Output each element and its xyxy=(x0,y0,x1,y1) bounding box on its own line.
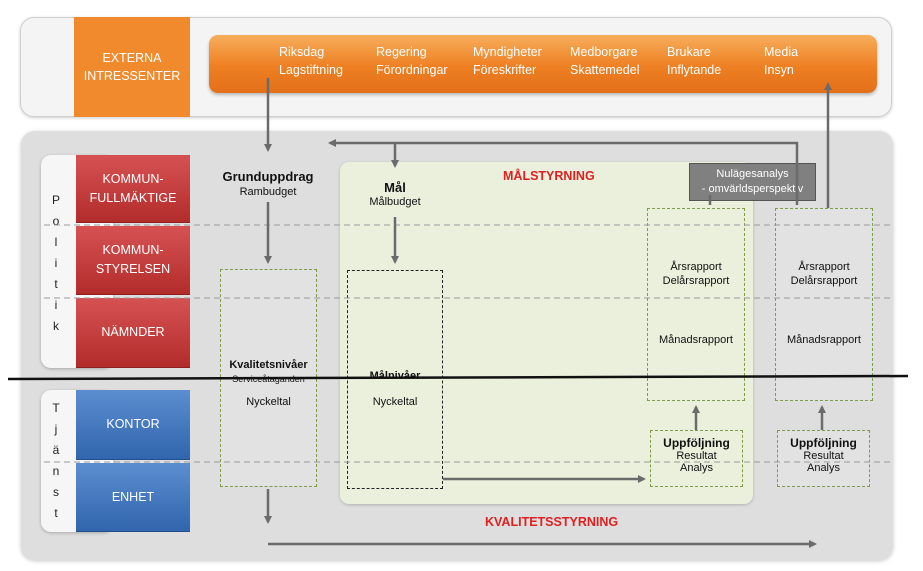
resultat-right: Resultat xyxy=(803,450,844,462)
uppfoljning-right-title: Uppföljning xyxy=(790,436,857,450)
rambudget-label: Rambudget xyxy=(239,186,297,198)
enhet-box: ENHET xyxy=(76,463,190,532)
malbudget-label: Målbudget xyxy=(369,196,421,208)
mal-block: Mål Målbudget xyxy=(355,180,435,208)
arsrapport-left: Årsrapport xyxy=(670,261,722,273)
arsrapport-right: Årsrapport xyxy=(798,261,850,273)
resultat-left: Resultat xyxy=(676,450,717,462)
manadsrapport-left: Månadsrapport xyxy=(659,334,733,346)
nulagesanalys-line1: Nulägesanalys xyxy=(716,167,789,180)
kvalitetsnivaer-title: Kvalitetsnivåer xyxy=(229,359,308,371)
external-label-line1: EXTERNA xyxy=(102,50,162,65)
grunduppdrag-title: Grunduppdrag xyxy=(222,169,314,184)
uppfoljning-box-left: Uppföljning Resultat Analys xyxy=(650,430,743,487)
mal-title: Mål xyxy=(384,180,406,195)
politics-service-divider xyxy=(7,374,909,381)
manadsrapport-right: Månadsrapport xyxy=(787,334,861,346)
kvalitet-nyckeltal-label: Nyckeltal xyxy=(246,396,291,408)
nulagesanalys-box: Nulägesanalys - omvärldsperspektiv xyxy=(689,163,816,201)
grunduppdrag-block: Grunduppdrag Rambudget xyxy=(213,169,323,198)
analys-left: Analys xyxy=(679,462,714,474)
uppfoljning-left-title: Uppföljning xyxy=(663,436,730,450)
nulagesanalys-line2: - omvärldsperspektiv xyxy=(701,183,804,195)
report-box-left: Årsrapport Delårsrapport Månadsrapport xyxy=(647,208,745,401)
kvalitetsstyrning-title: KVALITETSSTYRNING xyxy=(485,515,619,529)
delarsrapport-right: Delårsrapport xyxy=(790,275,858,287)
namnder-box: NÄMNDER xyxy=(76,298,190,368)
analys-right: Analys xyxy=(806,462,841,474)
report-box-right: Årsrapport Delårsrapport Månadsrapport xyxy=(775,208,873,401)
kontor-box: KONTOR xyxy=(76,390,190,460)
level-separator-lines xyxy=(44,224,892,463)
arrow-feedback-top xyxy=(328,139,799,205)
kommunfullmaktige-box: KOMMUN-FULLMÄKTIGE xyxy=(76,155,190,223)
external-stakeholders-label: EXTERNA INTRESSENTER xyxy=(74,17,190,117)
external-label-line2: INTRESSENTER xyxy=(83,69,181,83)
malnivaer-box: Målnivåer Nyckeltal xyxy=(347,270,443,489)
malnivaer-nyckeltal-label: Nyckeltal xyxy=(372,396,418,408)
kommunstyrelsen-box: KOMMUN-STYRELSEN xyxy=(76,226,190,295)
malstyrning-title: MÅLSTYRNING xyxy=(503,169,595,183)
uppfoljning-box-right: Uppföljning Resultat Analys xyxy=(777,430,870,487)
delarsrapport-left: Delårsrapport xyxy=(662,275,730,287)
